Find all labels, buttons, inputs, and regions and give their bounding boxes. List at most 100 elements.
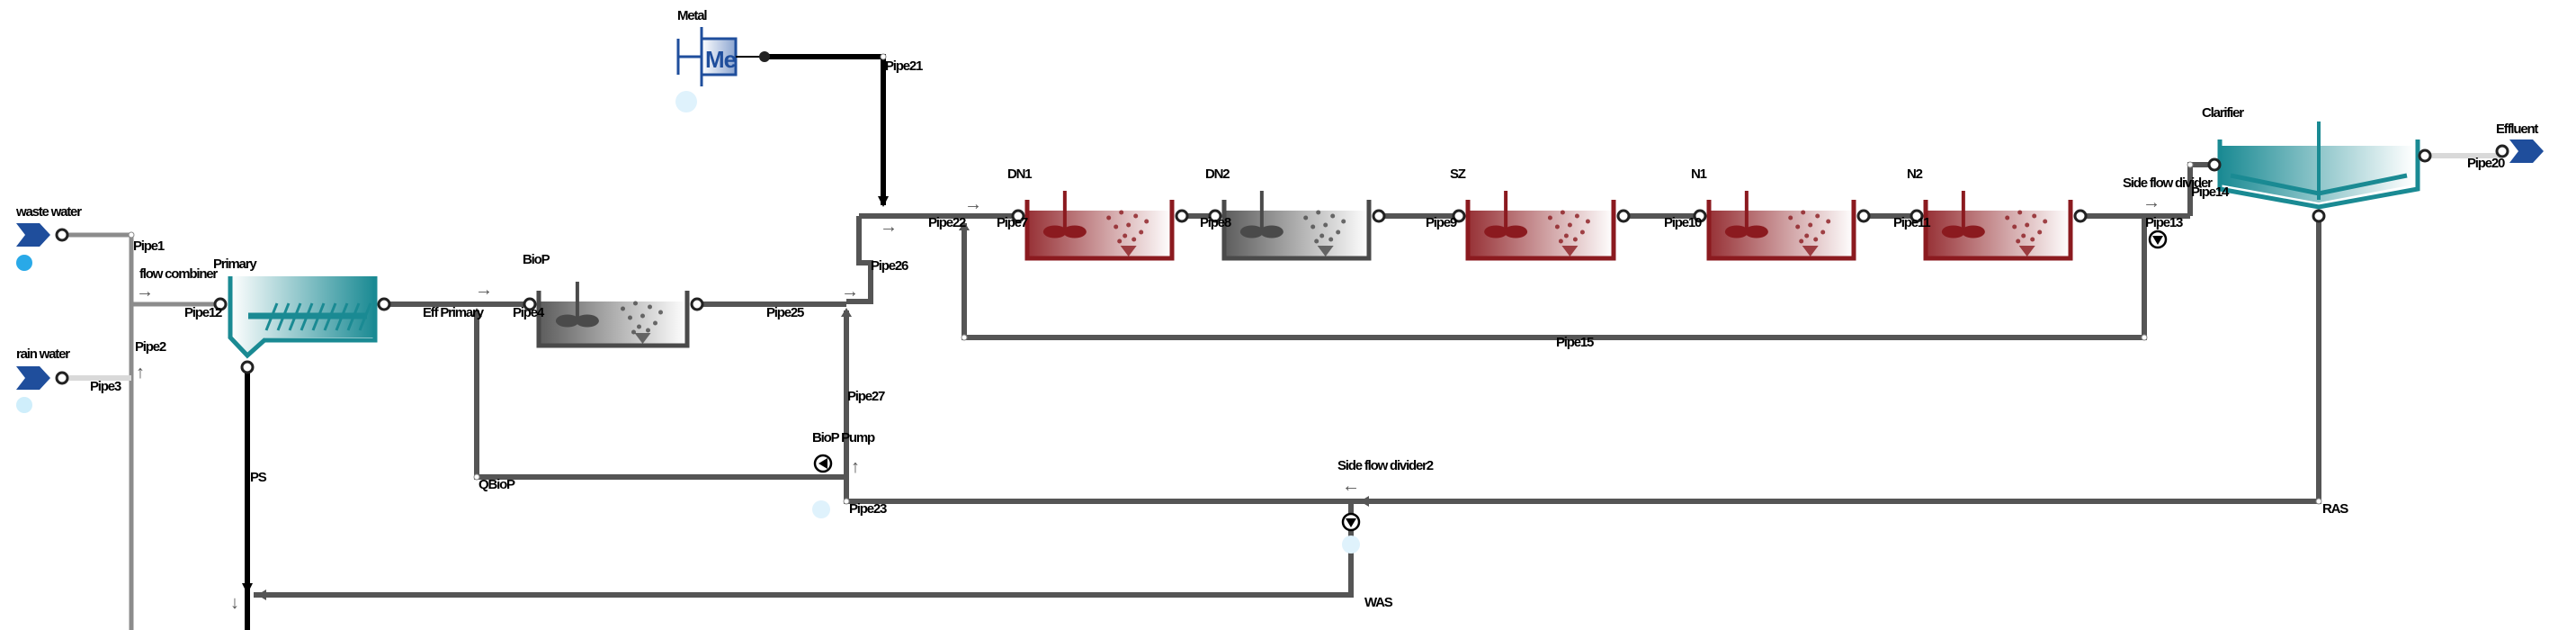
dn2-reactor[interactable] [1208,191,1386,261]
connector-icon [1856,209,1871,223]
connector-icon [2073,209,2088,223]
pipe1-label: Pipe1 [133,238,165,254]
aeration-icon [1106,210,1149,256]
primary-clarifier[interactable]: Primary [213,256,391,374]
waste-water-influent[interactable]: waste water [15,204,83,271]
pipe13-label: Pipe13 [2145,215,2183,230]
mixer-icon [1724,191,1768,238]
pipe21[interactable] [765,54,886,205]
pipe-node [473,473,480,481]
flow-direction-arrow: → [880,217,898,237]
status-indicator-icon [1342,536,1360,554]
pipe-node [2315,498,2322,505]
mixer-icon [1042,191,1087,238]
biop-label: BioP [523,252,550,267]
pipe22-label: Pipe22 [928,215,966,230]
pipe14-label: Pipe14 [2191,184,2230,200]
effluent-label: Effluent [2496,122,2538,137]
ras-pipe[interactable] [844,216,2321,504]
connector-icon [1372,209,1386,223]
side-flow-divider2-pump[interactable] [1341,512,1361,554]
pipe26-label: Pipe26 [871,258,908,274]
pipe-node [128,231,135,238]
biop-pump[interactable] [812,454,833,518]
n2-reactor[interactable] [1910,191,2088,261]
reactors [523,191,2088,348]
flow-direction-arrow: → [841,282,859,302]
pipe23-label: Pipe23 [849,501,887,517]
arrowhead [471,308,482,317]
clarifier-label: Clarifier [2202,105,2244,121]
dn1-reactor[interactable] [1011,191,1189,261]
biop-pump-label: BioP Pump [812,430,875,446]
aeration-icon [2005,210,2048,256]
aeration-icon [1547,210,1590,256]
connector-icon [1452,209,1466,223]
pipe21-label: Pipe21 [885,58,923,74]
primary-label: Primary [213,256,257,272]
effluent[interactable]: Effluent [2495,122,2544,163]
was-pipe[interactable] [254,501,1354,598]
pipe1[interactable] [62,232,134,304]
pipe25-label: Pipe25 [766,305,804,320]
pipe11-label: Pipe11 [1893,215,1930,230]
status-indicator-icon [812,500,830,518]
connector-icon [1616,209,1631,223]
flow-direction-arrow: ↓ [230,593,239,613]
qbiop-label: QBioP [479,477,515,492]
dosing-bracket-icon [676,27,703,86]
pipe15-label: Pipe15 [1556,335,1594,350]
side-flow-divider-pump[interactable] [2148,230,2168,249]
status-indicator-icon [16,397,32,413]
biop-reactor[interactable] [523,282,704,348]
pipe4-label: Pipe4 [513,305,545,320]
arrowhead [959,221,970,230]
flow-combiner-label: flow combiner [139,266,218,282]
pipe-node [2141,334,2148,341]
connector-icon [2207,158,2222,172]
connector-icon [377,297,391,311]
metal-symbol: Me [705,46,737,73]
aeration-icon [1303,210,1346,256]
flow-direction-arrow: → [136,282,154,302]
pipe26[interactable] [846,216,873,304]
status-indicator-icon [675,91,697,112]
connector-icon [690,297,704,311]
connector-icon [523,297,537,311]
flow-direction-arrow: → [964,194,982,214]
side-flow-divider-label: Side flow divider [2123,176,2213,191]
secondary-clarifier[interactable]: Clarifier [2202,105,2432,223]
connector-icon [55,228,69,242]
dn2-label: DN2 [1205,166,1230,182]
flow-direction-arrow: → [2142,193,2160,212]
metal-label: Metal [677,8,707,23]
arrowhead [242,583,253,594]
connector-icon [1208,209,1222,223]
ps-label: PS [250,470,267,485]
side-flow-divider2-label: Side flow divider2 [1337,458,1434,473]
pipe15[interactable] [962,216,2147,340]
sz-label: SZ [1450,166,1466,182]
arrowhead [878,196,889,207]
pipe2-label: Pipe2 [135,339,166,355]
sz-reactor[interactable] [1452,191,1631,261]
rain-water-influent[interactable]: rain water [16,346,71,413]
arrowhead [841,308,852,317]
connector-icon [759,51,770,62]
pipe9-label: Pipe9 [1426,215,1457,230]
influent-chevron-icon [16,223,50,247]
n1-label: N1 [1691,166,1707,182]
arrowhead [1360,496,1369,507]
connector-icon [240,360,255,374]
ras-label: RAS [2322,501,2348,517]
connector-icon [213,297,228,311]
flow-direction-arrow: ← [1342,476,1360,496]
dn1-label: DN1 [1007,166,1032,182]
metal-dosing[interactable]: Me Metal [675,8,770,112]
connector-icon [1693,209,1707,223]
aeration-icon [1788,210,1831,256]
n1-reactor[interactable] [1693,191,1871,261]
aeration-icon [621,301,663,344]
connector-icon [1910,209,1924,223]
